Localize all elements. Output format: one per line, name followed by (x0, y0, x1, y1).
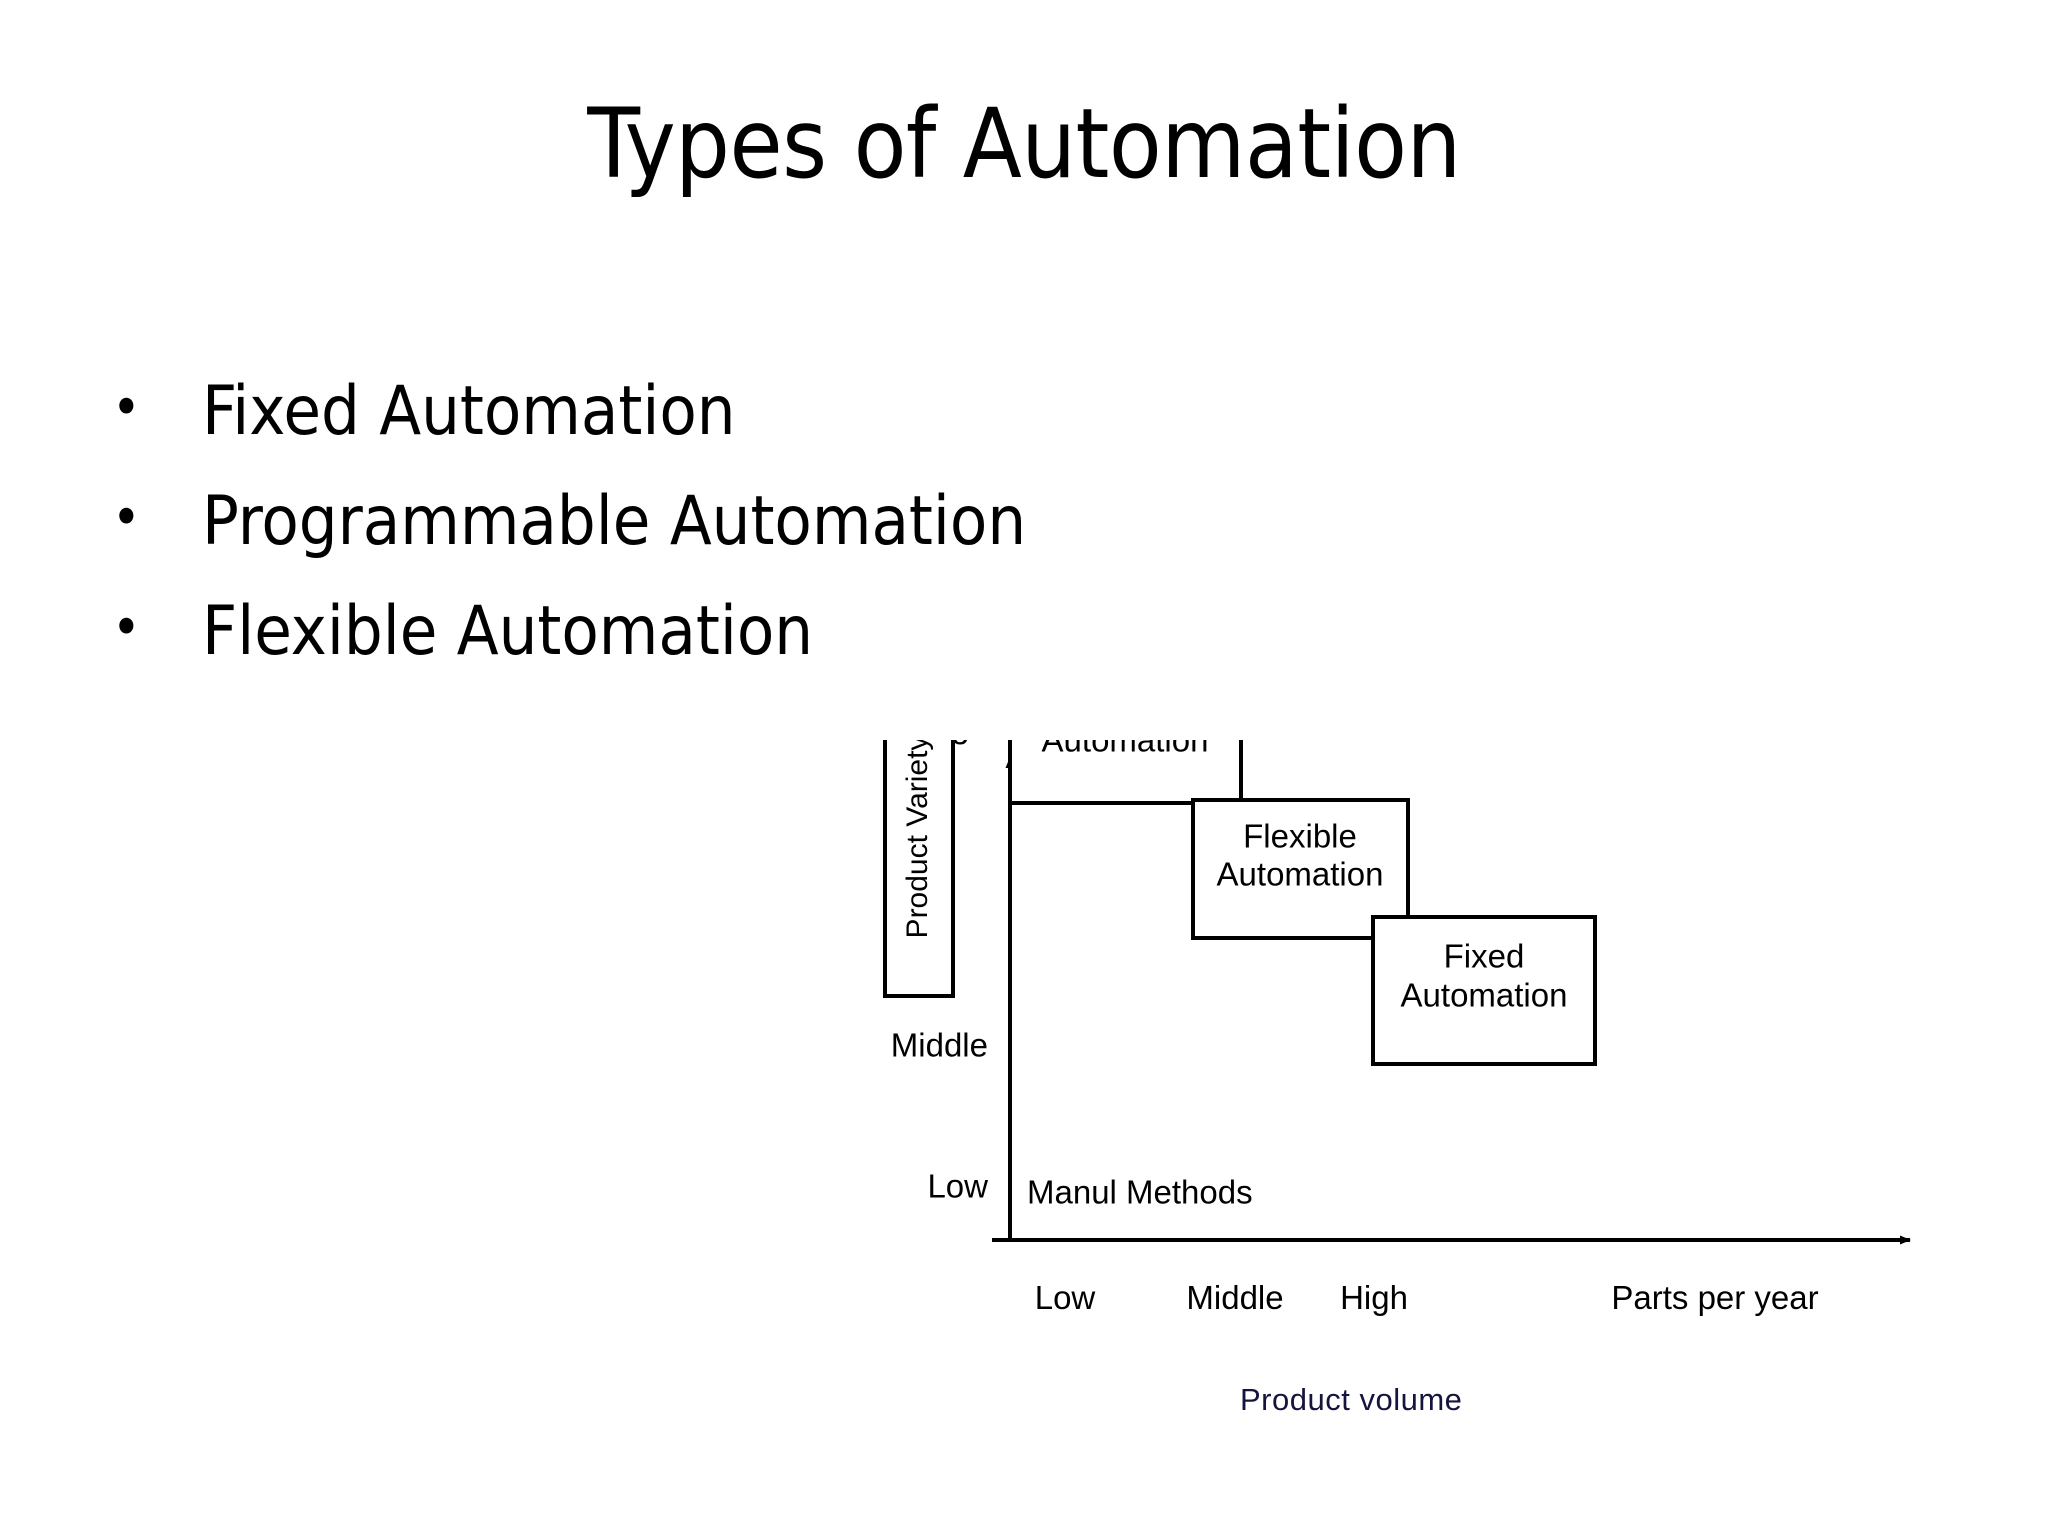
list-item: • Programmable Automation (112, 482, 1412, 562)
region-programmable-automation: Programmable Automation (1008, 740, 1243, 805)
region-label-line2: Automation (1217, 856, 1384, 893)
region-box-fixed-automation (1371, 915, 1597, 1066)
bullet-icon: • (112, 376, 141, 439)
y-axis-title-box (883, 740, 955, 998)
region-fixed-automation: Fixed Automation (1371, 915, 1597, 1066)
region-box-programmable-automation (1008, 740, 1243, 805)
automation-types-list: • Fixed Automation • Programmable Automa… (112, 372, 1412, 703)
list-item: • Fixed Automation (112, 372, 1412, 452)
chart-svg: Product Variety High Middle Low Low Midd… (883, 740, 1911, 1316)
list-item-label: Fixed Automation (202, 372, 736, 451)
bullet-icon: • (112, 486, 141, 550)
region-label-line1: Flexible (1243, 818, 1357, 855)
x-tick-label-high: High (1340, 1279, 1408, 1316)
automation-matrix-chart: Product Variety High Middle Low Low Midd… (880, 740, 1940, 1440)
y-tick-label-high: High (920, 740, 988, 745)
list-item-label: Programmable Automation (202, 482, 1027, 562)
region-flexible-automation: Flexible Automation (1191, 798, 1410, 940)
x-tick-label-low: Low (1035, 1279, 1096, 1316)
region-label-line2: Automation (1042, 740, 1209, 759)
bullet-icon: • (112, 596, 141, 660)
list-item: • Flexible Automation (112, 592, 1412, 672)
x-axis-end-label: Parts per year (1611, 1279, 1818, 1316)
x-tick-label-middle: Middle (1186, 1279, 1283, 1316)
chart-x-axis-caption: Product volume (1240, 1382, 1463, 1417)
y-tick-label-middle: Middle (891, 1027, 988, 1064)
page-title: Types of Automation (587, 88, 1461, 200)
region-label-line2: Automation (1401, 977, 1568, 1014)
region-label-line1: Fixed (1444, 938, 1525, 975)
list-item-label: Flexible Automation (202, 592, 814, 672)
y-tick-label-low: Low (927, 1168, 988, 1205)
annotation-manual-methods: Manul Methods (1027, 1174, 1253, 1211)
y-axis-title: Product Variety (901, 740, 934, 938)
